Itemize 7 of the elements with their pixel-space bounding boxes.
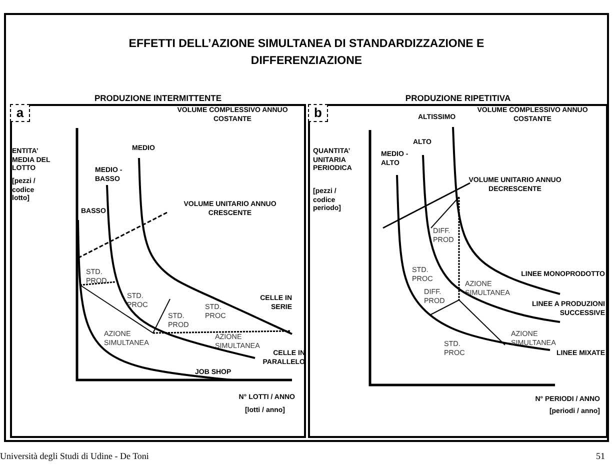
panel-heading: PRODUZIONE RIPETITIVA — [404, 93, 512, 103]
panel-letter: b — [308, 104, 328, 122]
panel-letter: a — [10, 104, 30, 122]
footer-text: Università degli Studi di Udine - De Toni — [0, 452, 150, 460]
title: EFFETTI DELL’AZIONE SIMULTANEA DI STANDARDIZZAZIONE E DIFFERENZIAZIONE — [128, 37, 486, 69]
footer-text: 51 — [595, 452, 605, 460]
panel-heading: PRODUZIONE INTERMITTENTE — [93, 93, 223, 103]
